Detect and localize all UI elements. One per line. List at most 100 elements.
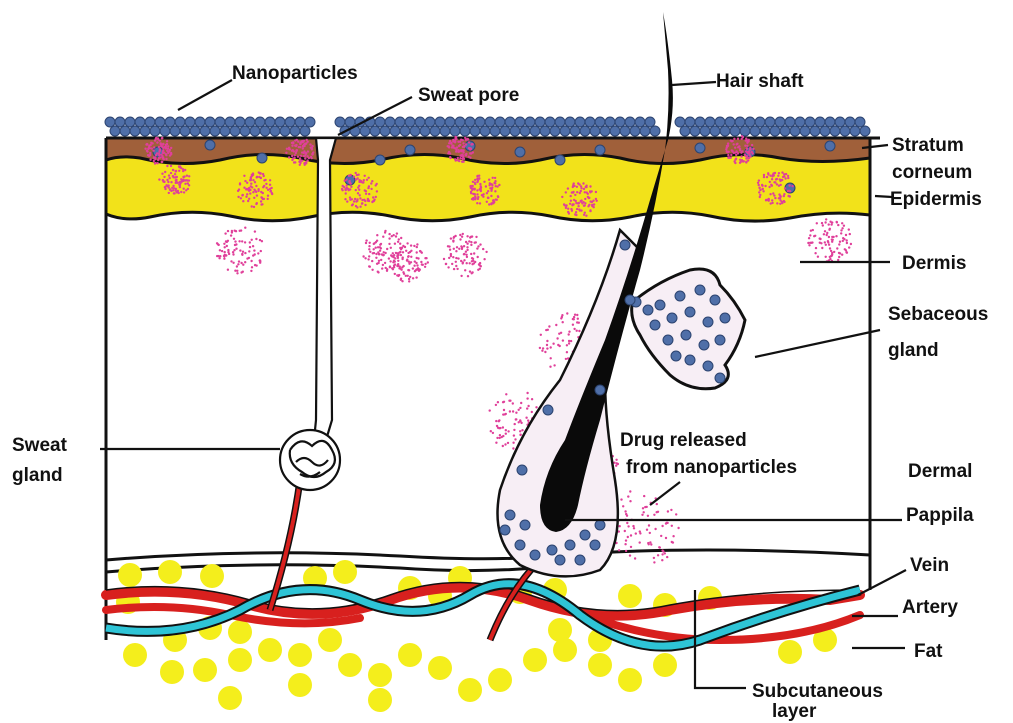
drug-dot — [231, 230, 233, 232]
drug-dot — [448, 245, 450, 247]
drug-dot — [646, 529, 648, 531]
drug-dot — [288, 156, 290, 158]
drug-dot — [565, 207, 567, 209]
drug-dot — [392, 268, 394, 270]
drug-dot — [471, 257, 473, 259]
drug-dot — [779, 178, 781, 180]
drug-dot — [146, 150, 148, 152]
nanoparticle — [280, 126, 290, 136]
drug-dot — [243, 175, 245, 177]
drug-dot — [447, 266, 449, 268]
drug-dot — [451, 263, 453, 265]
drug-dot — [495, 442, 497, 444]
drug-dot — [815, 247, 817, 249]
drug-dot — [167, 145, 169, 147]
drug-dot — [168, 192, 170, 194]
drug-dot — [239, 183, 241, 185]
fat-cell — [553, 638, 577, 662]
drug-dot — [632, 525, 634, 527]
drug-dot — [302, 147, 304, 149]
drug-dot — [840, 229, 842, 231]
fat-cell — [288, 643, 312, 667]
drug-dot — [402, 251, 404, 253]
drug-dot — [526, 392, 528, 394]
drug-dot — [527, 405, 529, 407]
drug-dot — [526, 407, 528, 409]
drug-dot — [488, 179, 490, 181]
drug-dot — [491, 184, 493, 186]
drug-dot — [490, 195, 492, 197]
drug-dot — [579, 209, 581, 211]
drug-dot — [838, 256, 840, 258]
drug-dot — [186, 179, 188, 181]
nanoparticle — [535, 117, 545, 127]
drug-dot — [486, 192, 488, 194]
drug-dot — [159, 139, 161, 141]
drug-dot — [482, 193, 484, 195]
drug-dot — [242, 264, 244, 266]
drug-dot — [372, 252, 374, 254]
nanoparticle — [685, 355, 695, 365]
drug-dot — [406, 242, 408, 244]
drug-dot — [539, 347, 541, 349]
nanoparticle — [390, 126, 400, 136]
drug-dot — [369, 251, 371, 253]
fat-cell — [258, 638, 282, 662]
drug-dot — [253, 206, 255, 208]
drug-dot — [476, 193, 478, 195]
nanoparticle — [370, 126, 380, 136]
drug-dot — [828, 223, 830, 225]
drug-dot — [788, 184, 790, 186]
drug-dot — [848, 228, 850, 230]
nanoparticle — [180, 126, 190, 136]
drug-dot — [576, 186, 578, 188]
nanoparticle — [515, 117, 525, 127]
drug-dot — [740, 155, 742, 157]
drug-dot — [160, 142, 162, 144]
drug-dot — [453, 147, 455, 149]
drug-dot — [379, 250, 381, 252]
nanoparticle — [205, 117, 215, 127]
drug-dot — [648, 524, 650, 526]
drug-dot — [654, 528, 656, 530]
nanoparticle — [195, 117, 205, 127]
drug-dot — [568, 331, 570, 333]
drug-dot — [260, 250, 262, 252]
drug-dot — [349, 196, 351, 198]
drug-dot — [455, 257, 457, 259]
drug-dot — [368, 248, 370, 250]
drug-dot — [348, 181, 350, 183]
drug-dot — [240, 262, 242, 264]
drug-dot — [775, 178, 777, 180]
drug-dot — [822, 224, 824, 226]
nanoparticle — [165, 117, 175, 127]
drug-dot — [400, 269, 402, 271]
nanoparticle — [690, 126, 700, 136]
drug-dot — [778, 185, 780, 187]
drug-dot — [627, 525, 629, 527]
drug-dot — [542, 347, 544, 349]
fat-cell — [228, 648, 252, 672]
drug-dot — [251, 239, 253, 241]
drug-dot — [581, 202, 583, 204]
drug-dot — [267, 195, 269, 197]
drug-dot — [373, 248, 375, 250]
drug-dot — [635, 532, 637, 534]
drug-dot — [232, 251, 234, 253]
drug-dot — [627, 495, 629, 497]
drug-dot — [540, 334, 542, 336]
drug-dot — [389, 265, 391, 267]
nanoparticle — [555, 555, 565, 565]
drug-dot — [573, 185, 575, 187]
drug-dot — [161, 173, 163, 175]
nanoparticle — [290, 126, 300, 136]
nanoparticle — [635, 117, 645, 127]
drug-dot — [672, 535, 674, 537]
drug-dot — [182, 176, 184, 178]
drug-dot — [384, 252, 386, 254]
nanoparticle — [667, 313, 677, 323]
drug-dot — [230, 234, 232, 236]
drug-dot — [494, 177, 496, 179]
drug-dot — [625, 550, 627, 552]
drug-dot — [459, 234, 461, 236]
